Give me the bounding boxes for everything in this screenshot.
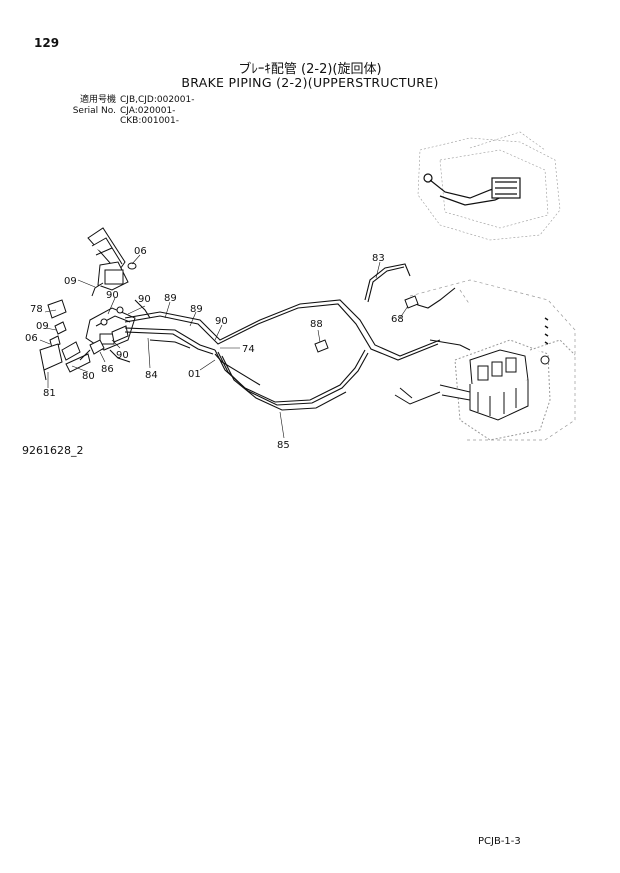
callout-label: 84 [145, 370, 158, 381]
callout-label: 83 [372, 253, 385, 264]
valve-block [394, 317, 576, 441]
callout-label: 01 [188, 369, 201, 380]
page-code: PCJB-1-3 [478, 836, 521, 847]
callout-label: 90 [116, 350, 129, 361]
serial-block: 適用号機 CJB,CJD:002001- Serial No. CJA:020001… [48, 95, 195, 127]
callout-label: 74 [242, 344, 255, 355]
brake-valve [85, 306, 136, 351]
title-english: BRAKE PIPING (2-2)(UPPERSTRUCTURE) [181, 75, 439, 90]
callout-label: 90 [215, 316, 228, 327]
frame-outline [409, 279, 576, 441]
serial-line: CJA:020001- [120, 105, 176, 116]
serial-line: CKB:001001- [120, 116, 179, 126]
callout-label: 88 [310, 319, 323, 330]
callout-label: 68 [391, 314, 404, 325]
callout-label: 80 [82, 371, 95, 382]
serial-label-en: Serial No. [72, 105, 116, 116]
callout-label: 78 [30, 304, 43, 315]
title-japanese: ブﾚｰｷ配管 (2-2)(旋回体) [238, 62, 382, 77]
callout-label: 90 [138, 294, 151, 305]
page-number: 129 [34, 36, 60, 50]
callout-label: 09 [64, 276, 77, 287]
callout-label: 90 [106, 290, 119, 301]
callout-label: 89 [164, 293, 177, 304]
callout-label: 89 [190, 304, 203, 315]
leader-lines [39, 254, 409, 439]
callout-label: 09 [36, 321, 49, 332]
serial-label-jp: 適用号機 [79, 95, 116, 105]
callout-label: 06 [25, 333, 38, 344]
serial-line: CJB,CJD:002001- [120, 95, 195, 105]
callout-label: 86 [101, 364, 114, 375]
callout-label: 85 [277, 440, 290, 451]
fitting-68 [404, 295, 419, 309]
bracket-group [39, 299, 105, 381]
locator-thumbnail [417, 131, 561, 241]
callout-label: 81 [43, 388, 56, 399]
figure-number: 9261628_2 [22, 444, 84, 457]
fitting-88 [314, 339, 329, 353]
brake-pipes [79, 263, 471, 411]
callout-label: 06 [134, 246, 147, 257]
brake-pedal-assembly [87, 227, 137, 297]
locator-highlight [423, 173, 521, 206]
